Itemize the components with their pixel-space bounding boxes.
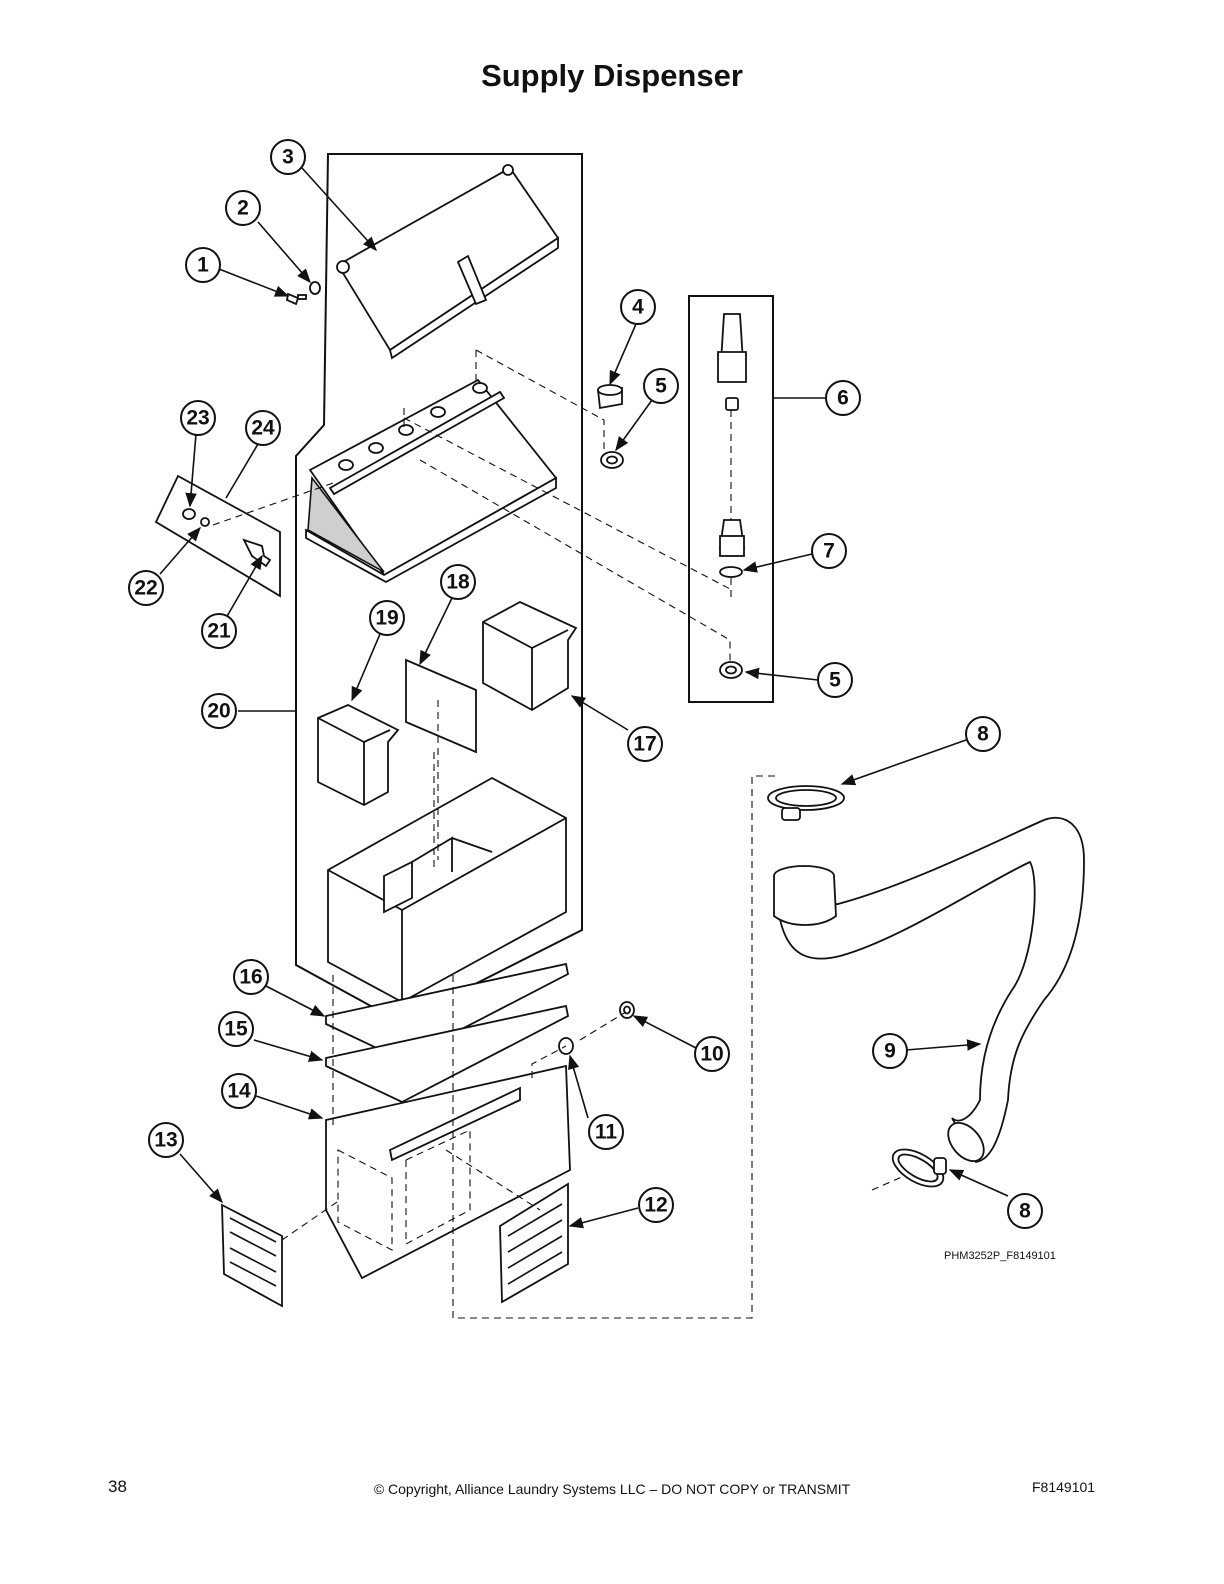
hose-clamp-part-8-bottom	[891, 1148, 947, 1188]
nut-part-5-bottom	[719, 661, 743, 679]
callout-7: 7	[811, 533, 847, 569]
document-code: F8149101	[1032, 1479, 1096, 1495]
callout-2: 2	[225, 190, 261, 226]
rail-part-15	[325, 1004, 570, 1104]
svg-text:21: 21	[207, 620, 231, 643]
svg-text:1: 1	[197, 254, 209, 277]
callout-10: 10	[694, 1036, 730, 1072]
leader-lines	[159, 167, 1009, 1229]
assembly-dashed-lines	[212, 349, 905, 1319]
copyright-notice: © Copyright, Alliance Laundry Systems LL…	[373, 1481, 851, 1497]
callout-9: 9	[872, 1033, 908, 1069]
callout-5-bottom: 5	[817, 662, 853, 698]
svg-text:22: 22	[134, 577, 157, 600]
assembly-frame-20	[295, 153, 583, 1024]
callout-19: 19	[369, 600, 405, 636]
svg-text:7: 7	[823, 540, 835, 563]
svg-text:17: 17	[633, 733, 656, 756]
svg-text:5: 5	[655, 375, 667, 398]
lid-part-3	[336, 164, 560, 360]
svg-text:15: 15	[224, 1018, 248, 1041]
svg-text:3: 3	[282, 146, 294, 169]
screw-part-1	[285, 292, 307, 306]
svg-text:24: 24	[251, 417, 275, 440]
drawing-code: PHM3252P_F8149101	[944, 1250, 1056, 1262]
svg-text:16: 16	[239, 966, 262, 989]
svg-text:8: 8	[977, 723, 989, 746]
svg-text:20: 20	[207, 700, 230, 723]
warning-label-part-13	[221, 1203, 283, 1308]
plate-part-18	[405, 658, 477, 754]
fitting-kit-frame-6	[688, 295, 774, 703]
svg-text:12: 12	[644, 1194, 667, 1217]
callout-16: 16	[233, 959, 269, 995]
callout-14: 14	[221, 1073, 257, 1109]
callout-13: 13	[148, 1122, 184, 1158]
callout-5-top: 5	[643, 368, 679, 404]
callout-8-top: 8	[965, 716, 1001, 752]
container-part-19	[317, 704, 400, 807]
page-number: 38	[108, 1477, 127, 1496]
housing-part-14	[325, 1064, 571, 1280]
callout-21: 21	[201, 613, 237, 649]
svg-text:14: 14	[227, 1080, 251, 1103]
callout-11: 11	[588, 1114, 624, 1150]
hose-part-9	[773, 817, 1085, 1163]
callout-24: 24	[245, 410, 281, 446]
svg-text:13: 13	[154, 1129, 177, 1152]
svg-text:18: 18	[446, 571, 470, 594]
hose-barb-fitting	[717, 313, 747, 557]
callout-12: 12	[638, 1187, 674, 1223]
svg-text:4: 4	[632, 296, 644, 319]
callout-4: 4	[620, 289, 656, 325]
container-part-17	[482, 600, 578, 712]
svg-text:8: 8	[1019, 1200, 1031, 1223]
hose-clamp-part-8-top	[767, 785, 845, 821]
svg-text:9: 9	[884, 1040, 896, 1063]
rail-part-16	[325, 962, 570, 1062]
callout-8-bottom: 8	[1007, 1193, 1043, 1229]
svg-text:2: 2	[237, 197, 249, 220]
bracket-plate-24	[154, 474, 281, 598]
o-ring-part-7	[719, 566, 743, 578]
svg-text:6: 6	[837, 387, 849, 410]
callout-3: 3	[270, 139, 306, 175]
washer-part-2	[309, 281, 321, 295]
callout-22: 22	[128, 570, 164, 606]
svg-text:11: 11	[595, 1121, 618, 1144]
hopper-body	[327, 776, 567, 1004]
screw-part-10	[619, 1001, 635, 1019]
svg-text:23: 23	[186, 407, 209, 430]
callout-23: 23	[180, 400, 216, 436]
callout-17: 17	[627, 726, 663, 762]
svg-text:19: 19	[375, 607, 398, 630]
nut-part-5-top	[600, 451, 624, 469]
supply-tray	[305, 378, 558, 584]
warning-label-part-12	[499, 1182, 569, 1304]
svg-text:5: 5	[829, 669, 841, 692]
callout-6: 6	[825, 380, 861, 416]
callout-18: 18	[440, 564, 476, 600]
plug-part-4	[597, 384, 623, 410]
page-title: Supply Dispenser	[481, 58, 743, 93]
callout-20: 20	[201, 693, 237, 729]
callout-15: 15	[218, 1011, 254, 1047]
callout-1: 1	[185, 247, 221, 283]
svg-text:10: 10	[700, 1043, 723, 1066]
